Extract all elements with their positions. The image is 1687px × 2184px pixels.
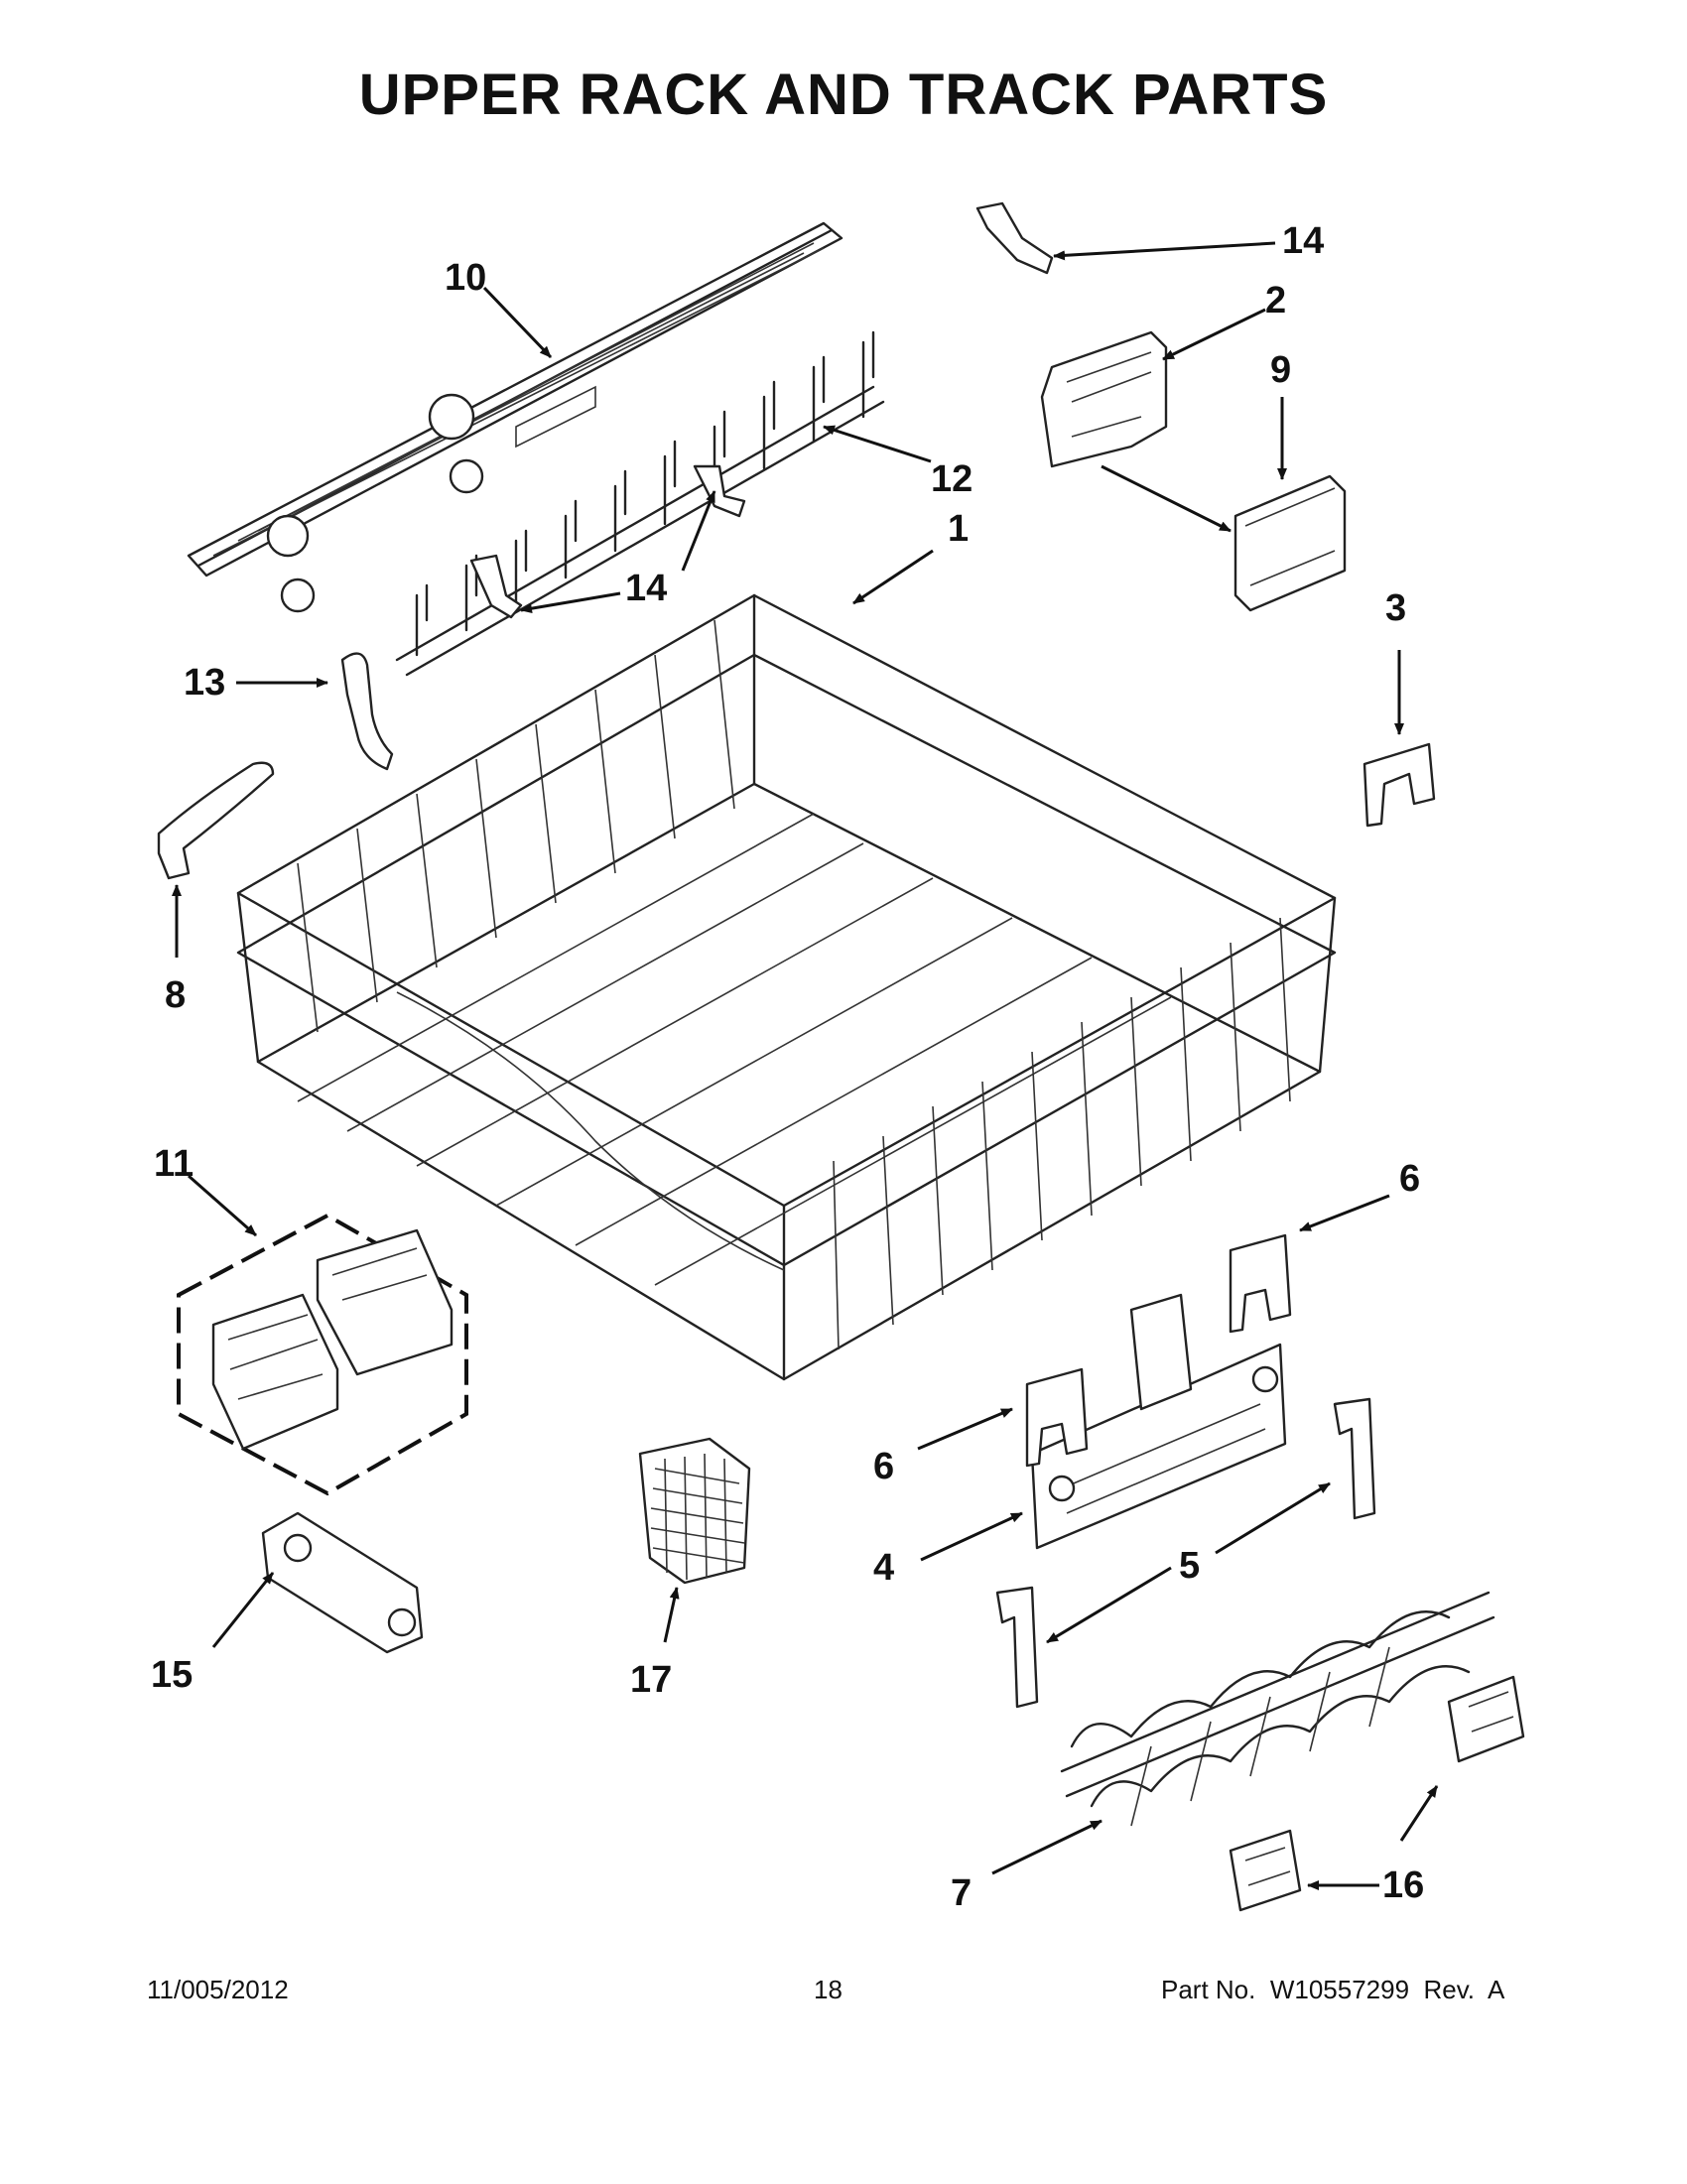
footer-part-number: Part No. W10557299 Rev. A (1161, 1975, 1505, 2004)
clip-part-3 (1363, 742, 1436, 828)
callout-labels: 1 2 3 4 5 6 6 7 8 9 10 11 12 13 14 14 15… (151, 220, 1424, 1914)
footer-page-number: 18 (814, 1975, 843, 2004)
lever-part-13 (340, 652, 394, 771)
bracket-part-15 (261, 1511, 424, 1654)
callout-14-lower: 14 (625, 568, 667, 609)
cup-shelf-part (395, 330, 885, 677)
callout-12: 12 (931, 458, 973, 500)
callout-17: 17 (630, 1659, 672, 1701)
adjuster-part-4 (1030, 1293, 1287, 1550)
upper-rack-basket (236, 593, 1337, 1381)
callout-13: 13 (184, 662, 225, 704)
callout-arrows (172, 241, 1439, 1890)
callout-5: 5 (1179, 1545, 1200, 1587)
callout-7: 7 (951, 1872, 972, 1914)
track-rail-part (187, 221, 844, 613)
footer-date: 11/005/2012 (147, 1975, 289, 2004)
callout-15: 15 (151, 1654, 193, 1696)
callout-8: 8 (165, 974, 186, 1016)
clip-part-5-left (995, 1586, 1039, 1709)
clip-part-6-upper (1229, 1233, 1292, 1334)
tine-row-part-7 (1060, 1591, 1495, 1827)
callout-10: 10 (445, 257, 486, 299)
callout-6-lower: 6 (873, 1446, 894, 1487)
clip-part-6-lower (1025, 1367, 1089, 1468)
callout-11: 11 (154, 1143, 194, 1185)
lever-part-8 (157, 761, 275, 880)
callout-1: 1 (948, 508, 969, 550)
page-title: UPPER RACK AND TRACK PARTS (358, 63, 1329, 127)
clip-part-16-lower (1229, 1829, 1302, 1912)
callout-4: 4 (873, 1547, 894, 1589)
clip-part-5-right (1333, 1397, 1376, 1520)
callout-2: 2 (1265, 280, 1286, 321)
callout-3: 3 (1385, 587, 1406, 629)
bracket-part-9 (1233, 474, 1347, 612)
callout-14-top: 14 (1282, 220, 1324, 262)
callout-6-upper: 6 (1399, 1158, 1420, 1200)
kit-part-11 (177, 1213, 468, 1496)
silverware-basket-part-17 (638, 1437, 751, 1585)
callout-9: 9 (1270, 349, 1291, 391)
clip-part-16-upper (1447, 1675, 1525, 1763)
clip-part-14-top (975, 201, 1054, 275)
callout-16: 16 (1382, 1864, 1424, 1906)
bracket-part-2 (1040, 330, 1168, 468)
